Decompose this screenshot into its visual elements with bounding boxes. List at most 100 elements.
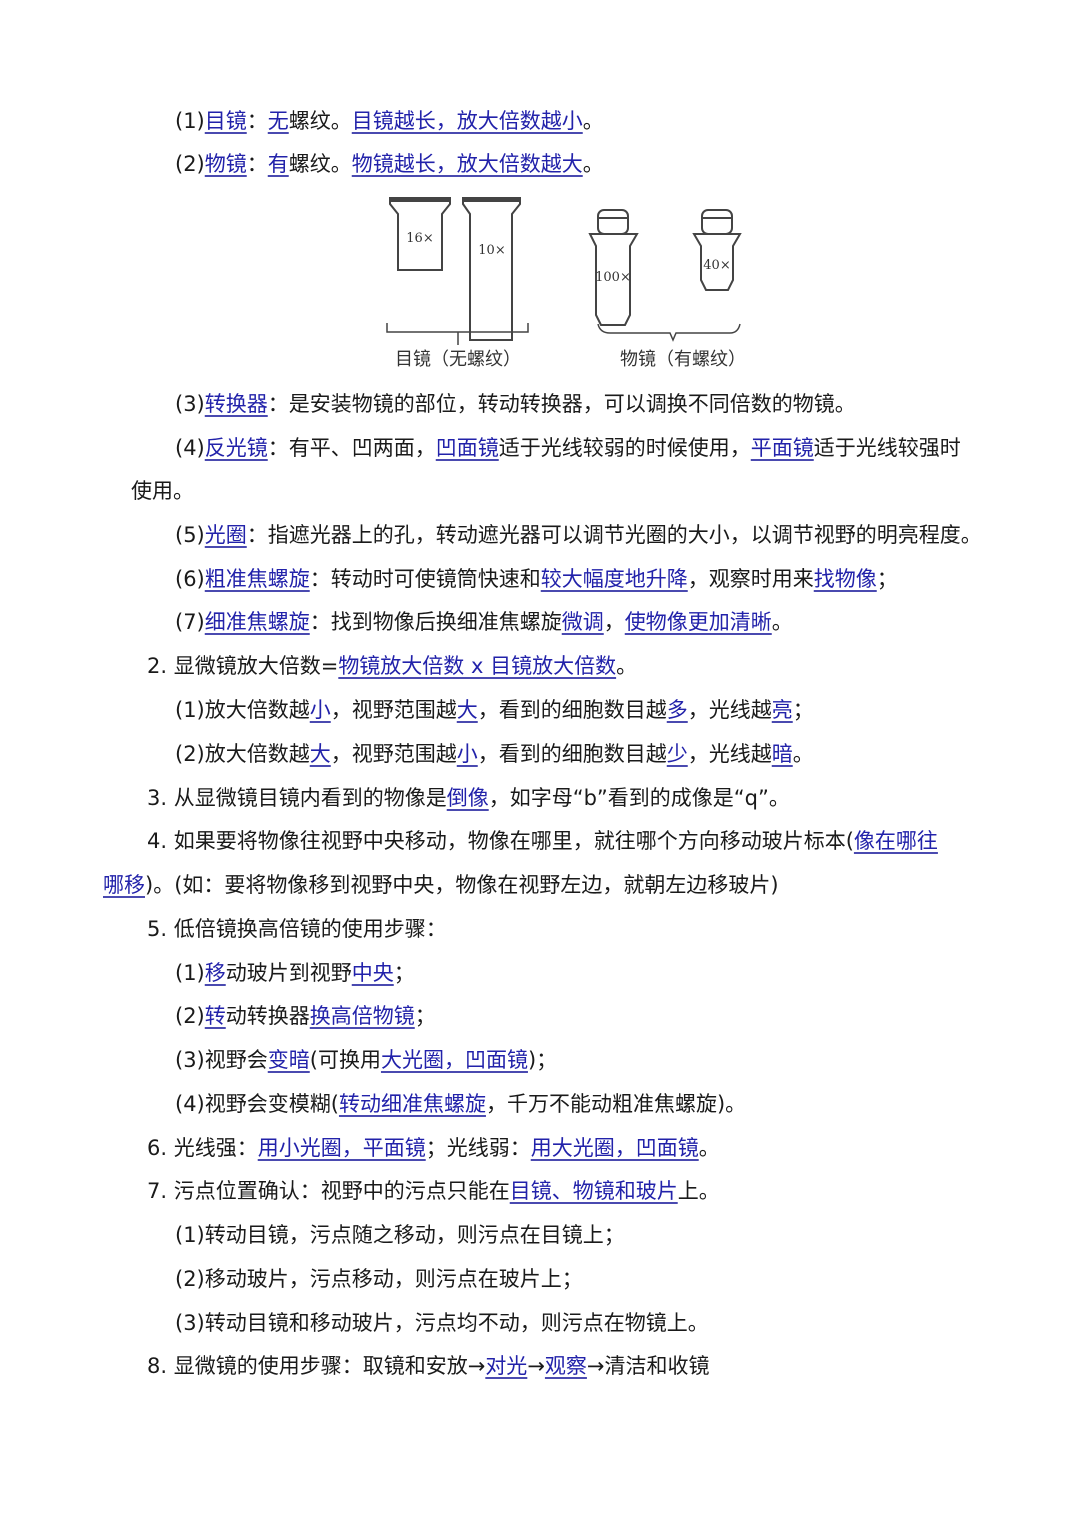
text-segment: ，视野范围越 [330, 698, 457, 722]
text-segment: 4. 如果要将物像往视野中央移动，物像在哪里，就往哪个方向移动玻片标本( [147, 829, 854, 853]
text-segment: (3)转动目镜和移动玻片，污点均不动，则污点在物镜上。 [175, 1311, 709, 1335]
objective-100x [588, 209, 639, 326]
highlighted-answer: 倒像 [446, 786, 489, 810]
highlighted-answer: 大 [309, 742, 331, 766]
text-segment: (5) [175, 523, 205, 547]
text-segment: (1)放大倍数越 [175, 698, 310, 722]
highlighted-answer: 无 [267, 109, 289, 133]
highlighted-answer: 细准焦螺旋 [204, 610, 310, 634]
text-line: 哪移)。(如：要将物像移到视野中央，物像在视野左边，就朝左边移玻片) [103, 870, 779, 900]
text-segment: ， [603, 610, 625, 634]
text-segment: ：转动时可使镜筒快速和 [309, 567, 541, 591]
text-segment: ，看到的细胞数目越 [477, 742, 667, 766]
text-line: (1)移动玻片到视野中央； [175, 958, 415, 988]
highlighted-answer: 物镜放大倍数 x 目镜放大倍数 [338, 654, 617, 678]
text-segment: 螺纹。 [288, 109, 352, 133]
text-segment: →清洁和收镜 [586, 1354, 710, 1378]
text-segment: 6. 光线强： [147, 1136, 258, 1160]
text-line: (3)转换器：是安装物镜的部位，转动转换器，可以调换不同倍数的物镜。 [175, 389, 856, 419]
highlighted-answer: 像在哪往 [853, 829, 938, 853]
text-line: (7)细准焦螺旋：找到物像后换细准焦螺旋微调，使物像更加清晰。 [175, 607, 793, 637]
text-segment: ；光线弱： [425, 1136, 531, 1160]
text-segment: (2)放大倍数越 [175, 742, 310, 766]
text-line: 使用。 [131, 476, 194, 506]
highlighted-answer: 中央 [351, 961, 394, 985]
text-line: 2. 显微镜放大倍数=物镜放大倍数 x 目镜放大倍数。 [147, 651, 637, 681]
text-segment: 适于光线较弱的时候使用， [498, 436, 751, 460]
text-segment: ，千万不能动粗准焦螺旋)。 [485, 1092, 747, 1116]
text-segment: (4) [175, 436, 205, 460]
objective-caption: 物镜（有螺纹） [620, 349, 746, 370]
text-segment: ： [246, 152, 268, 176]
objective-40x-label: 40× [703, 258, 730, 273]
highlighted-answer: 转 [204, 1004, 226, 1028]
objective-100x-label: 100× [595, 270, 631, 285]
eyepiece-16x [389, 197, 451, 271]
text-segment: 。 [582, 109, 604, 133]
text-segment: 8. 显微镜的使用步骤：取镜和安放→ [147, 1354, 486, 1378]
highlighted-answer: 少 [666, 742, 688, 766]
text-line: (1)转动目镜，污点随之移动，则污点在目镜上； [175, 1220, 625, 1250]
text-segment: (3) [175, 392, 205, 416]
text-segment: → [527, 1354, 545, 1378]
eyepiece-10x [462, 197, 521, 341]
text-line: (3)转动目镜和移动玻片，污点均不动，则污点在物镜上。 [175, 1308, 709, 1338]
text-segment: 。 [771, 610, 793, 634]
text-line: (1)放大倍数越小，视野范围越大，看到的细胞数目越多，光线越亮； [175, 695, 814, 725]
text-line: (6)粗准焦螺旋：转动时可使镜筒快速和较大幅度地升降，观察时用来找物像； [175, 564, 898, 594]
highlighted-answer: 哪移 [103, 873, 145, 897]
text-line: 8. 显微镜的使用步骤：取镜和安放→对光→观察→清洁和收镜 [147, 1351, 710, 1381]
text-segment: 7. 污点位置确认：视野中的污点只能在 [147, 1179, 510, 1203]
text-line: 6. 光线强：用小光圈，平面镜；光线弱：用大光圈，凹面镜。 [147, 1133, 720, 1163]
text-segment: ； [393, 961, 415, 985]
highlighted-answer: 目镜越长，放大倍数越小 [351, 109, 583, 133]
highlighted-answer: 较大幅度地升降 [540, 567, 688, 591]
text-segment: 动转换器 [225, 1004, 310, 1028]
text-line: 7. 污点位置确认：视野中的污点只能在目镜、物镜和玻片上。 [147, 1176, 720, 1206]
eyepiece-brace [386, 323, 529, 345]
eyepiece-objective-figure: 16× 10× 100× 40× 目镜（无螺纹） 物镜（有螺纹） [386, 197, 746, 370]
text-segment: (1)转动目镜，污点随之移动，则污点在目镜上； [175, 1223, 625, 1247]
text-segment: (3)视野会 [175, 1048, 268, 1072]
eyepiece-10x-label: 10× [478, 243, 505, 258]
objective-brace [597, 323, 741, 342]
highlighted-answer: 光圈 [204, 523, 247, 547]
highlighted-answer: 有 [267, 152, 289, 176]
highlighted-answer: 目镜 [204, 109, 247, 133]
text-segment: ：是安装物镜的部位，转动转换器，可以调换不同倍数的物镜。 [267, 392, 856, 416]
text-segment: (2)移动玻片，污点移动，则污点在玻片上； [175, 1267, 583, 1291]
text-segment: 动玻片到视野 [225, 961, 352, 985]
text-segment: 螺纹。 [288, 152, 352, 176]
text-segment: 。 [582, 152, 604, 176]
highlighted-answer: 观察 [544, 1354, 587, 1378]
highlighted-answer: 小 [309, 698, 331, 722]
highlighted-answer: 用大光圈，凹面镜 [530, 1136, 699, 1160]
text-line: 5. 低倍镜换高倍镜的使用步骤： [147, 914, 447, 944]
text-segment: (可换用 [309, 1048, 381, 1072]
text-segment: 。 [792, 742, 814, 766]
text-segment: (6) [175, 567, 205, 591]
highlighted-answer: 移 [204, 961, 226, 985]
text-segment: )。(如：要将物像移到视野中央，物像在视野左边，就朝左边移玻片) [145, 873, 779, 897]
text-segment: ； [876, 567, 898, 591]
text-segment: (1) [175, 109, 205, 133]
text-segment: ，光线越 [687, 742, 772, 766]
text-segment: 5. 低倍镜换高倍镜的使用步骤： [147, 917, 447, 941]
text-segment: ： [246, 109, 268, 133]
objective-40x [692, 209, 742, 291]
text-line: (2)放大倍数越大，视野范围越小，看到的细胞数目越少，光线越暗。 [175, 739, 814, 769]
text-line: (5)光圈：指遮光器上的孔，转动遮光器可以调节光圈的大小，以调节视野的明亮程度。 [175, 520, 982, 550]
text-segment: (2) [175, 152, 205, 176]
highlighted-answer: 暗 [771, 742, 793, 766]
highlighted-answer: 多 [666, 698, 688, 722]
highlighted-answer: 物镜越长，放大倍数越大 [351, 152, 583, 176]
text-segment: 适于光线较强时 [813, 436, 961, 460]
highlighted-answer: 转换器 [204, 392, 268, 416]
text-segment: ； [414, 1004, 436, 1028]
eyepiece-16x-label: 16× [406, 231, 433, 246]
highlighted-answer: 换高倍物镜 [309, 1004, 415, 1028]
text-segment: 使用。 [131, 479, 194, 503]
text-line: 4. 如果要将物像往视野中央移动，物像在哪里，就往哪个方向移动玻片标本(像在哪往 [147, 826, 938, 856]
highlighted-answer: 转动细准焦螺旋 [338, 1092, 486, 1116]
